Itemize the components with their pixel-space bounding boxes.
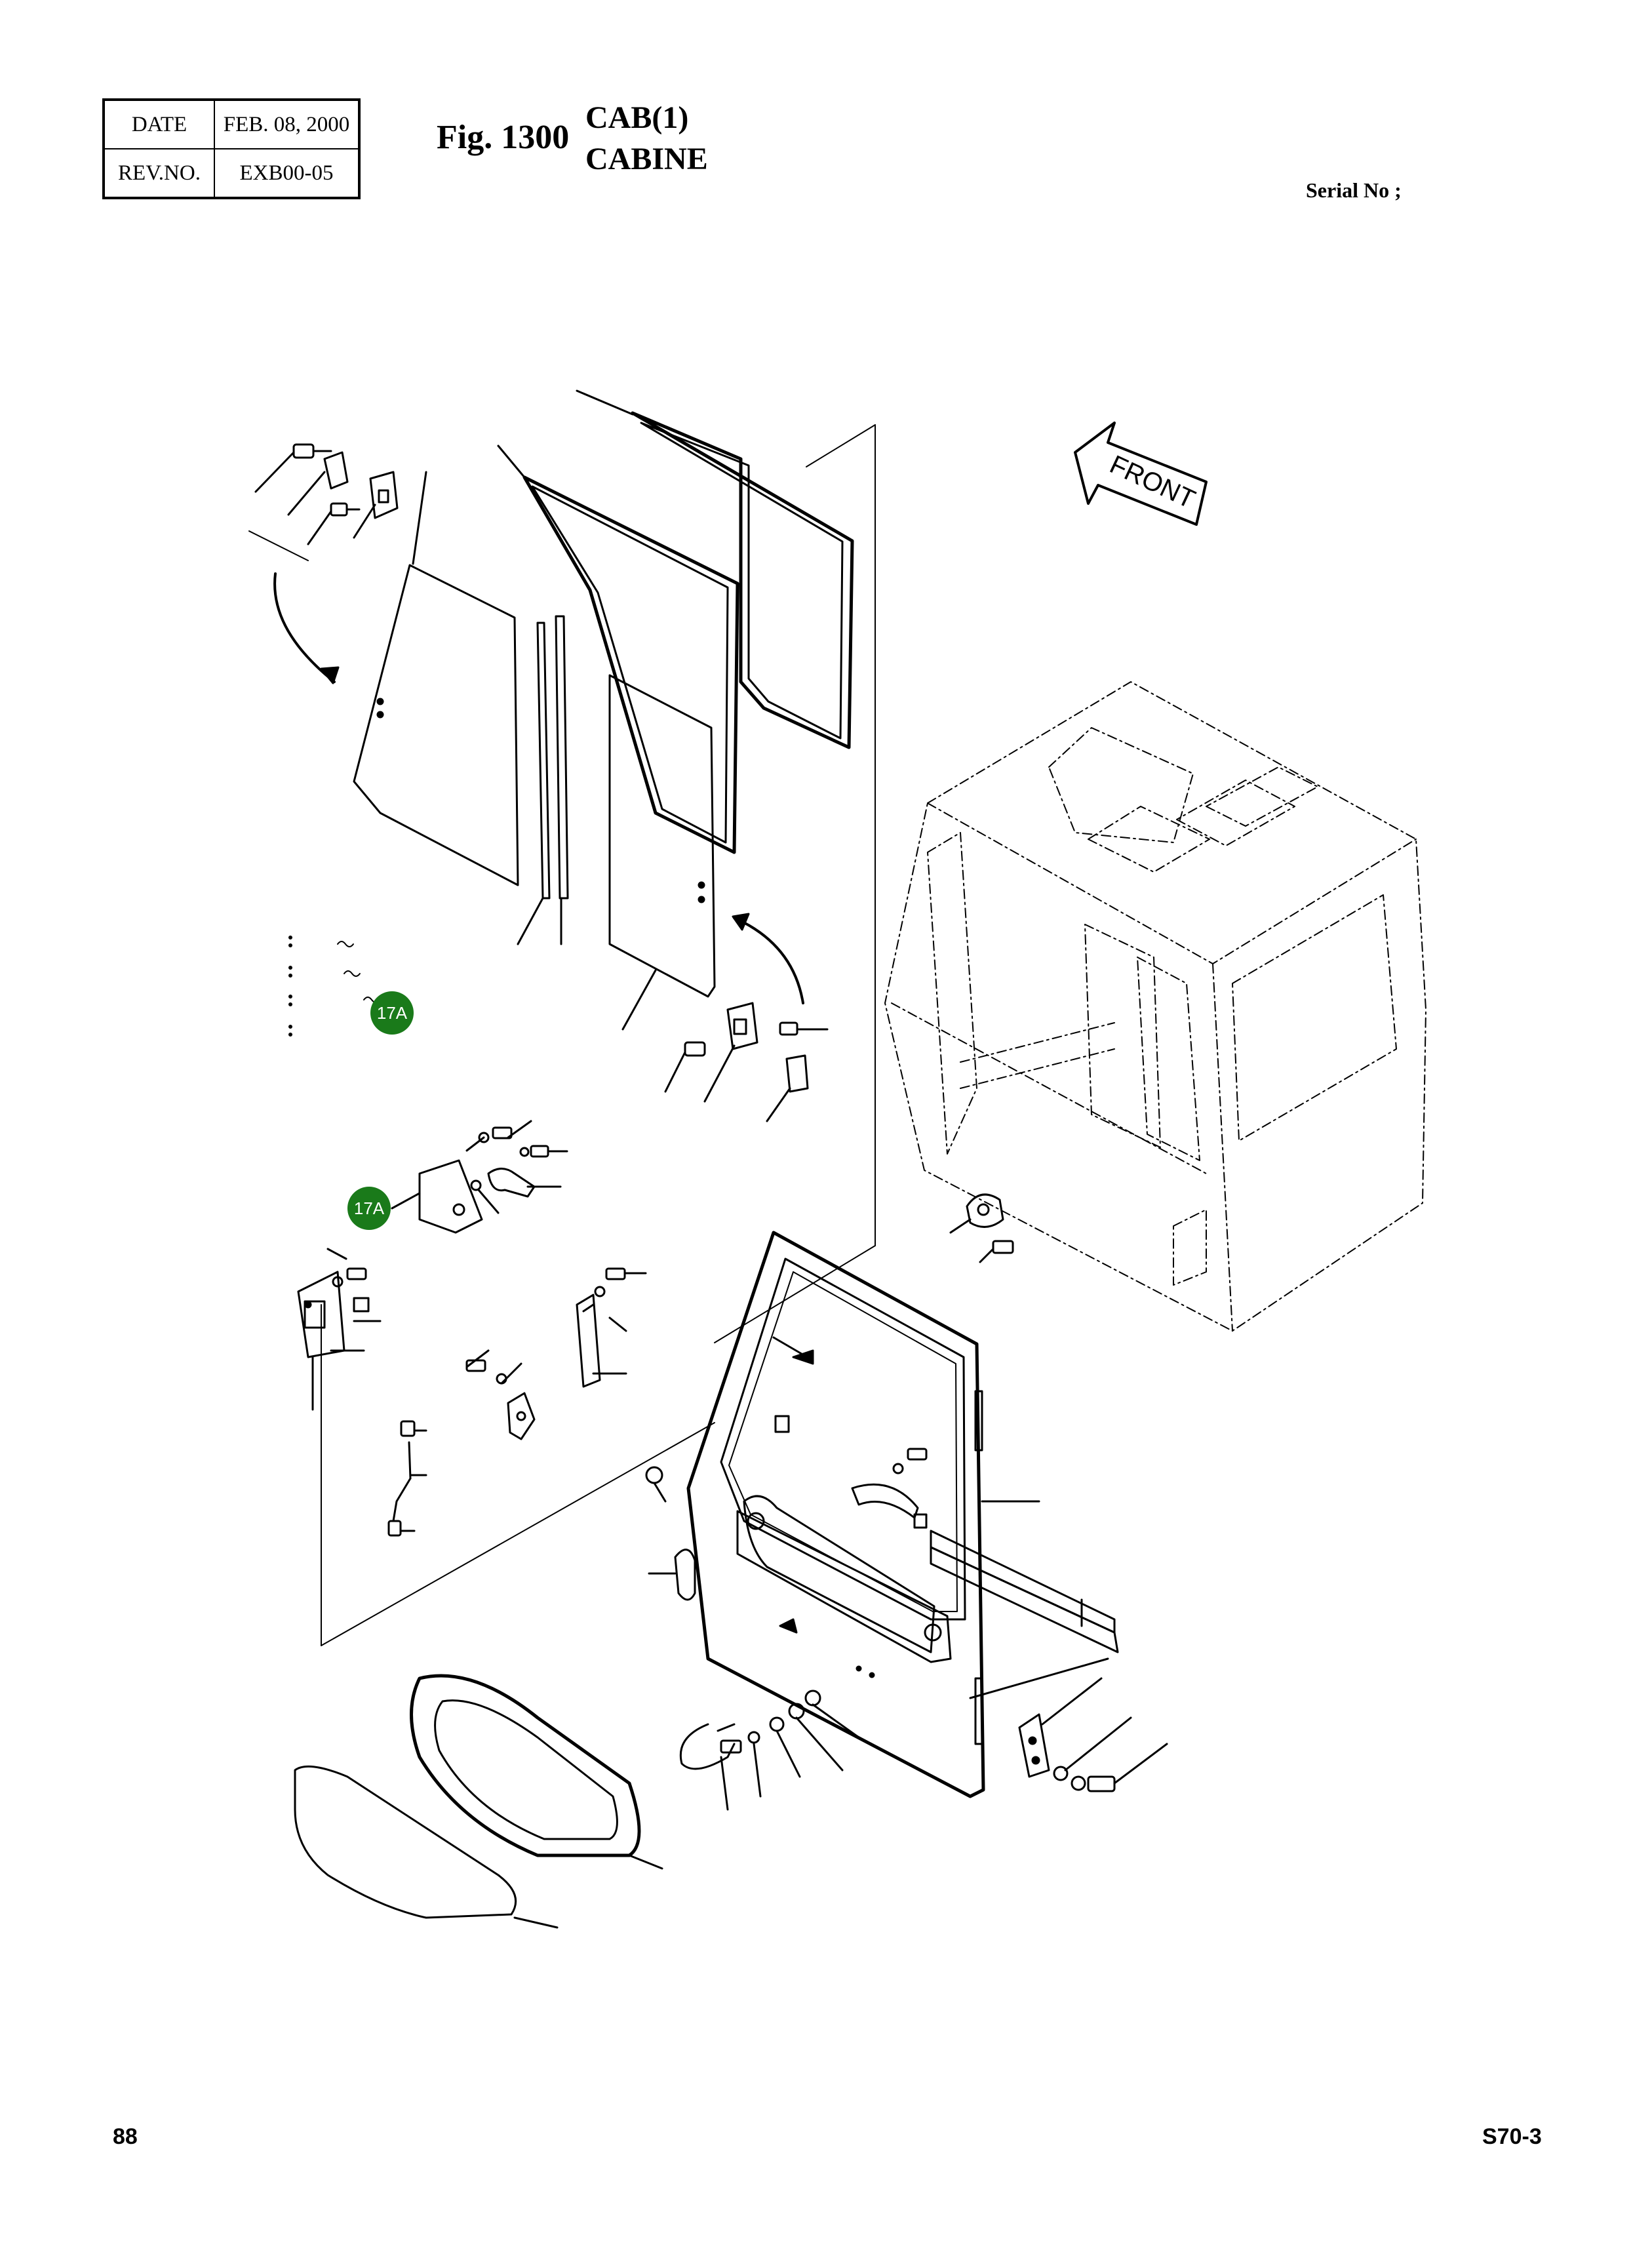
rev-label: REV.NO. [103,148,215,199]
front-direction-arrow: FRONT [1074,422,1208,526]
model-code: S70-3 [1482,2124,1542,2149]
explosion-boundary-lines [248,424,876,1646]
rear-window-seal [410,1674,663,1870]
striker-plate [576,1267,647,1388]
vertical-seal-strips [517,615,569,945]
date-label: DATE [103,99,215,149]
rotation-arrow-top [273,572,340,684]
callout-17a-upper: 17A [370,991,414,1035]
upper-window-fasteners [254,443,399,545]
front-lower-glass [608,674,716,1031]
cab-door [686,1231,1119,1798]
figure-title: CAB(1) [585,100,689,135]
window-seal-frames [497,389,854,854]
callout-17a-lower-label: 17A [354,1198,385,1218]
figure-number: Fig. 1300 [437,119,570,156]
cab-frame [884,681,1426,1332]
rotation-arrow-middle [732,913,804,1004]
rear-window-glass [294,1765,559,1929]
index-marks [288,936,380,1037]
rev-value: EXB00-05 [214,148,360,199]
door-striker-latch [465,1349,536,1440]
door-outer-handle [679,1690,860,1811]
door-rod-assembly [387,1420,427,1537]
page-number: 88 [113,2124,138,2149]
date-value: FEB. 08, 2000 [214,99,360,149]
side-glass-panel [353,471,519,886]
left-latch-assembly [297,1248,382,1411]
figure-subtitle: CABINE [585,142,708,176]
callout-17a-lower: 17A [347,1187,391,1230]
callout-17a-upper-label: 17A [377,1003,408,1023]
door-lock-assembly [391,1120,568,1234]
door-hinge-bolts [1018,1677,1168,1792]
door-inner-handle [645,1466,696,1601]
cab-hinge-pin [949,1193,1014,1263]
revision-table: DATE FEB. 08, 2000 REV.NO. EXB00-05 [102,98,361,199]
lower-window-fasteners [664,1002,829,1122]
serial-label: Serial No ; [1306,178,1402,202]
